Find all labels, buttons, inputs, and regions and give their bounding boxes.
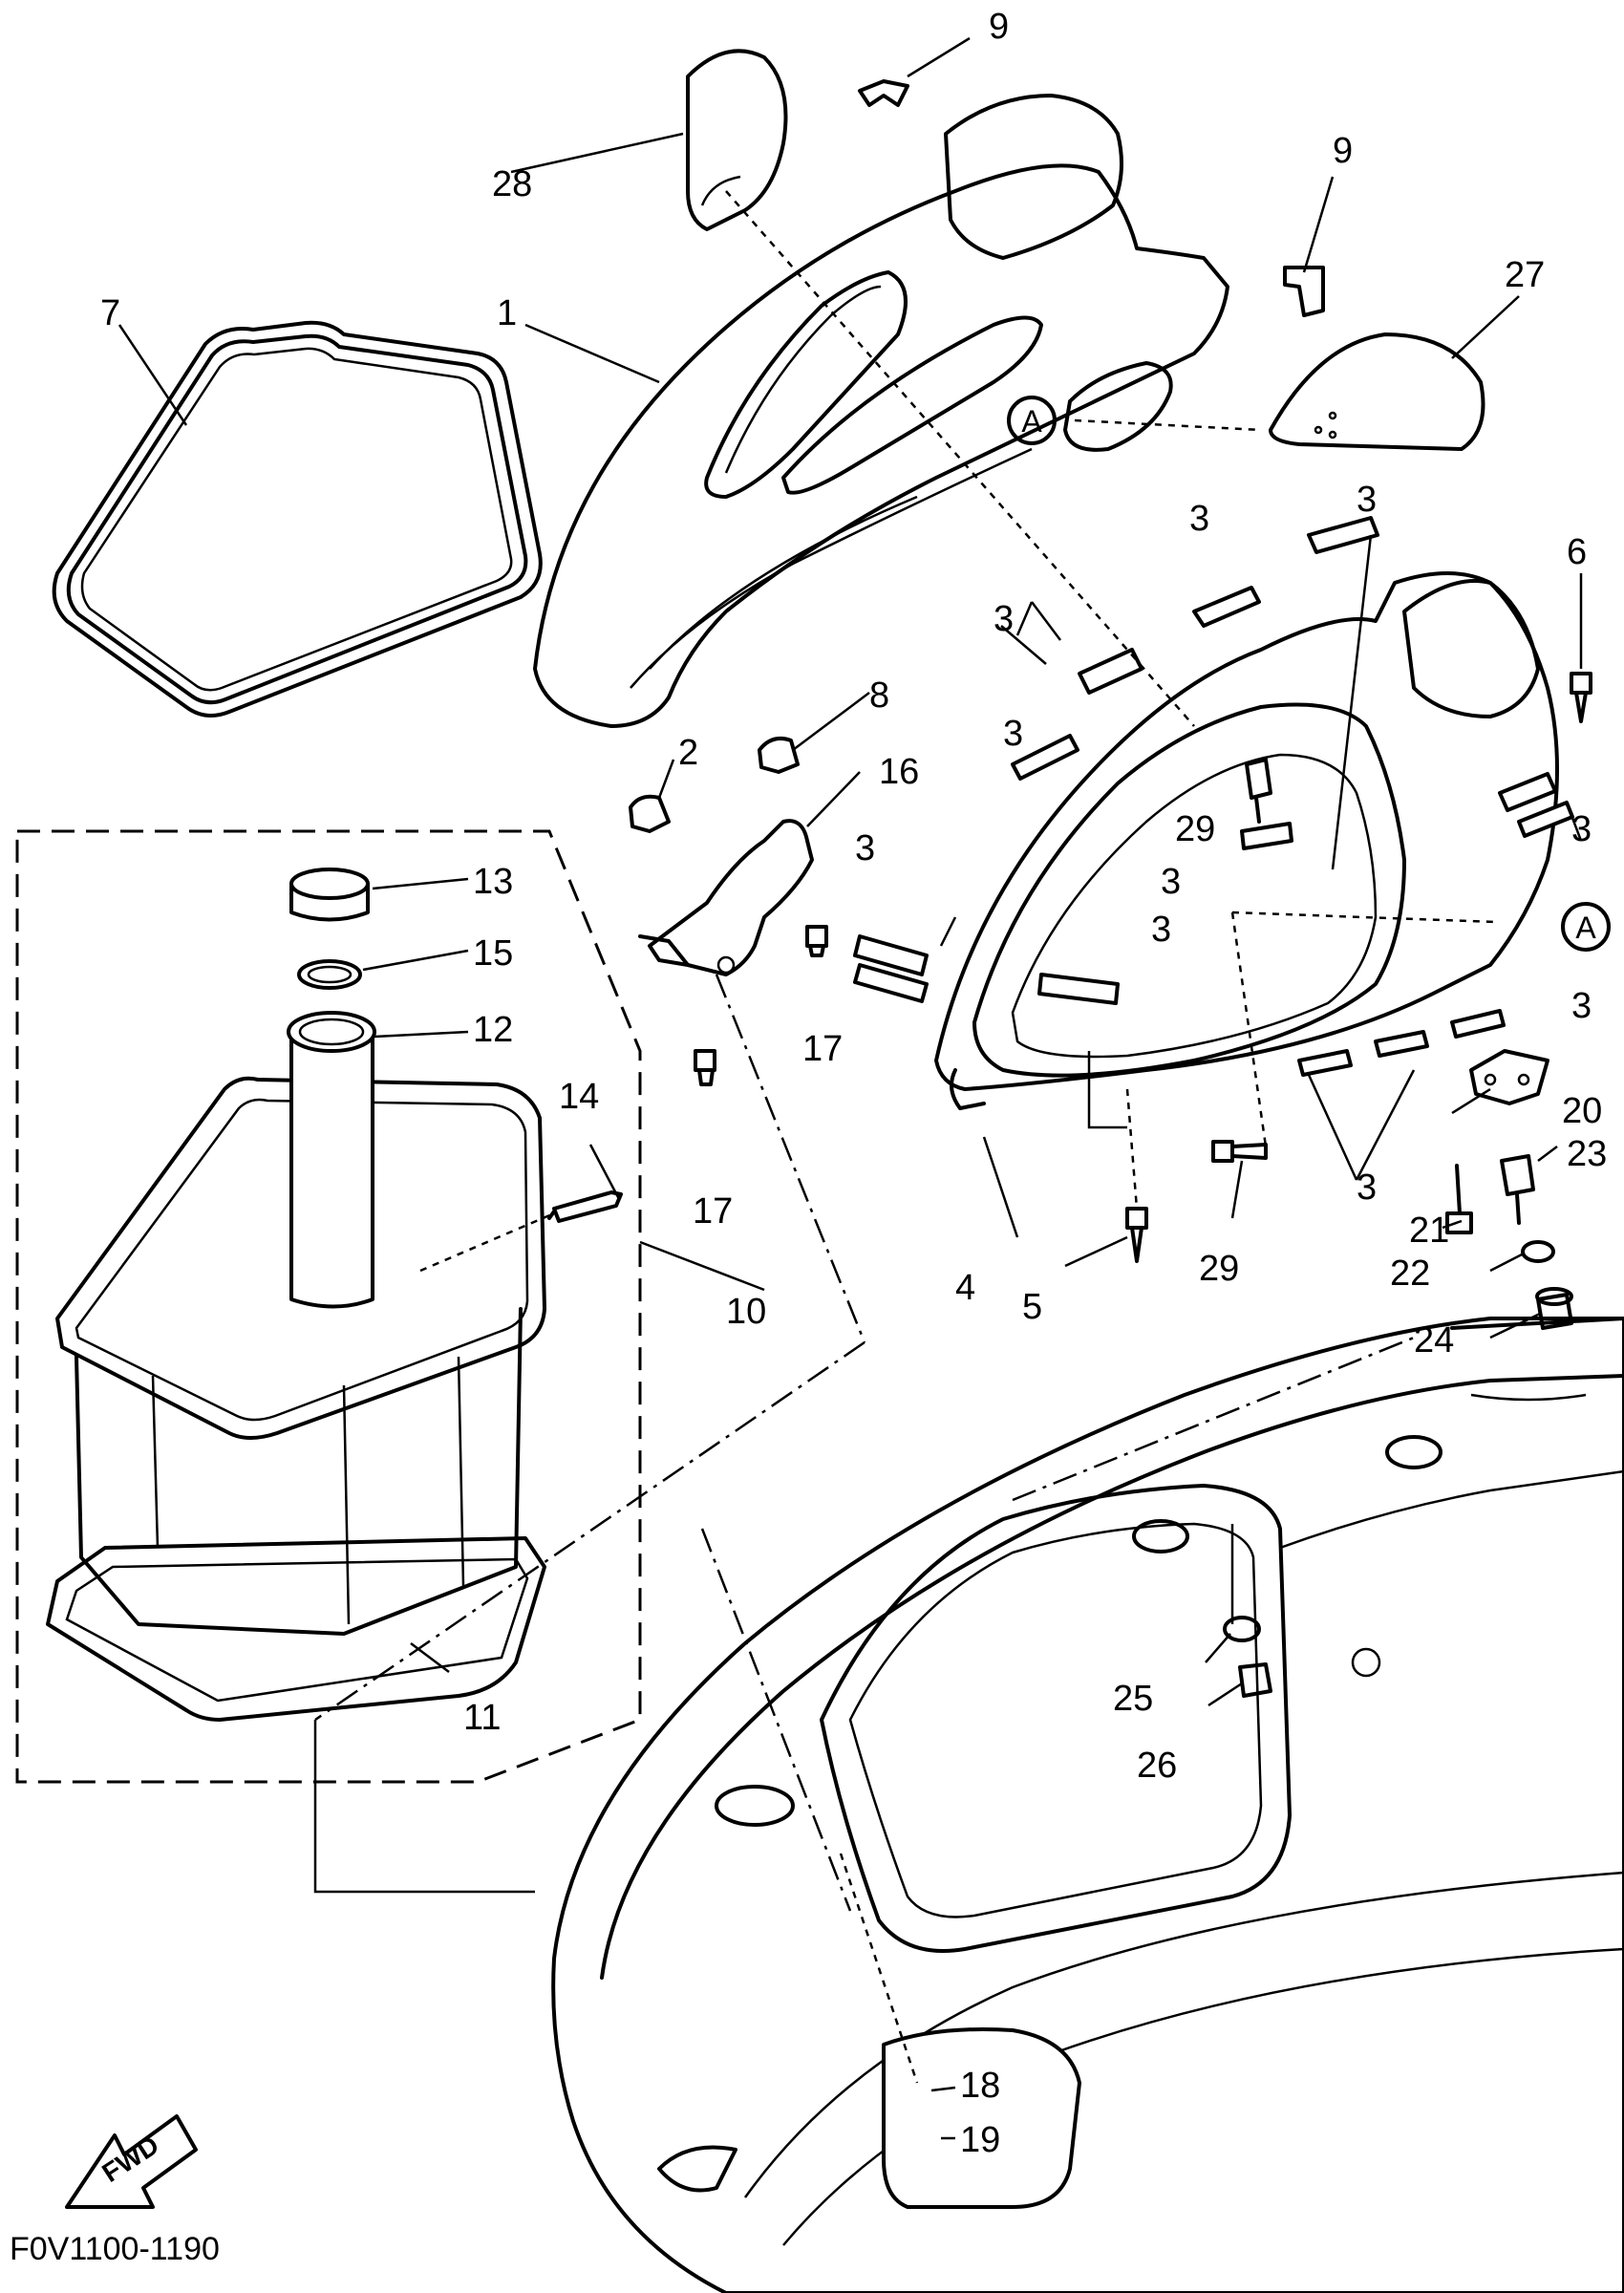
fwd-arrow-icon: FWD (65, 2114, 198, 2209)
part-11-bottom-gasket (46, 1536, 546, 1722)
drawing-code: F0V1100-1190 (10, 2231, 220, 2267)
part-29-screw-bottom (1211, 1140, 1268, 1163)
dashdot-assembly-lines (314, 974, 1415, 1912)
label-part-27: 27 (1505, 255, 1545, 295)
label-part-12: 12 (473, 1010, 513, 1050)
label-part-3-f: 3 (855, 828, 875, 868)
label-part-3-i: 3 (1571, 986, 1592, 1026)
part-16-hinge (638, 819, 814, 976)
label-part-3-e: 3 (1571, 809, 1592, 849)
label-part-3-b: 3 (1357, 480, 1377, 520)
hull-deck (551, 1317, 1624, 2293)
label-part-20: 20 (1562, 1091, 1602, 1131)
part-29-screw-top (1245, 758, 1272, 824)
svg-text:A: A (1575, 911, 1596, 945)
label-part-13: 13 (473, 862, 513, 902)
label-part-25: 25 (1113, 1679, 1153, 1719)
label-part-26: 26 (1137, 1746, 1177, 1786)
label-part-24: 24 (1414, 1320, 1454, 1361)
label-part-14: 14 (559, 1077, 599, 1117)
part-25-washer (1223, 1616, 1261, 1642)
label-part-3-a: 3 (1189, 499, 1209, 539)
label-part-3-c: 3 (994, 599, 1014, 639)
part-12-filler-tube (287, 1011, 376, 1309)
label-part-11: 11 (463, 1698, 501, 1738)
label-part-3-d: 3 (1003, 714, 1023, 754)
label-part-17-bottom: 17 (693, 1191, 733, 1232)
label-part-29-bottom: 29 (1199, 1249, 1239, 1289)
label-part-6: 6 (1567, 532, 1587, 572)
part-17-bolt-right (805, 925, 828, 957)
part-23-stud (1500, 1154, 1535, 1225)
reference-mark-a-right: A (1561, 902, 1611, 952)
part-17-bolt-bottom (694, 1049, 716, 1086)
label-part-18: 18 (960, 2066, 1000, 2106)
label-part-7: 7 (100, 293, 120, 333)
label-part-16: 16 (879, 752, 919, 792)
label-part-10: 10 (726, 1292, 766, 1332)
part-5-rivet (1125, 1207, 1148, 1263)
part-28-pad (686, 49, 788, 231)
part-3-decals (853, 516, 1574, 1077)
part-27-pad (1269, 332, 1485, 451)
reference-mark-a-top: A (1007, 396, 1057, 445)
label-part-23: 23 (1567, 1134, 1607, 1174)
part-6-rivet (1570, 672, 1592, 723)
part-9-clip-top (858, 79, 909, 107)
label-part-29-top: 29 (1175, 809, 1215, 849)
part-7-gasket (52, 320, 543, 718)
part-20-bracket (1469, 1049, 1549, 1105)
label-part-3-h: 3 (1151, 910, 1171, 950)
part-15-o-ring (297, 959, 362, 990)
label-part-9-top: 9 (989, 7, 1009, 47)
label-part-8: 8 (869, 675, 889, 716)
part-26-nut (1238, 1662, 1272, 1698)
label-part-3-j: 3 (1357, 1168, 1377, 1208)
label-part-9-right: 9 (1333, 131, 1353, 171)
part-1-hood (533, 94, 1229, 728)
label-part-15: 15 (473, 933, 513, 974)
label-part-2: 2 (678, 733, 698, 773)
label-part-3-g: 3 (1161, 862, 1181, 902)
part-13-cap (289, 868, 370, 922)
part-2-bracket (629, 794, 671, 833)
storage-box-group-outline (15, 829, 642, 1784)
label-part-17-right: 17 (802, 1029, 843, 1069)
label-part-1: 1 (497, 293, 517, 333)
part-9-clip-right (1283, 266, 1325, 317)
part-14-rivet (547, 1190, 623, 1223)
label-part-28: 28 (492, 164, 532, 204)
part-22-washer (1521, 1240, 1555, 1263)
part-number-labels: 9 9 28 27 7 1 3 3 6 3 8 3 2 16 29 3 13 3… (100, 7, 1607, 2160)
svg-text:A: A (1021, 404, 1042, 439)
part-10-storage-box (55, 1076, 546, 1636)
label-part-4: 4 (955, 1268, 975, 1308)
label-part-22: 22 (1390, 1254, 1430, 1294)
part-8-bracket (758, 737, 800, 774)
label-part-19: 19 (960, 2120, 1000, 2160)
dashed-centerlines (419, 190, 1496, 2084)
leader-lines (118, 36, 1583, 2140)
label-part-21: 21 (1409, 1211, 1449, 1251)
label-part-5: 5 (1022, 1287, 1042, 1327)
